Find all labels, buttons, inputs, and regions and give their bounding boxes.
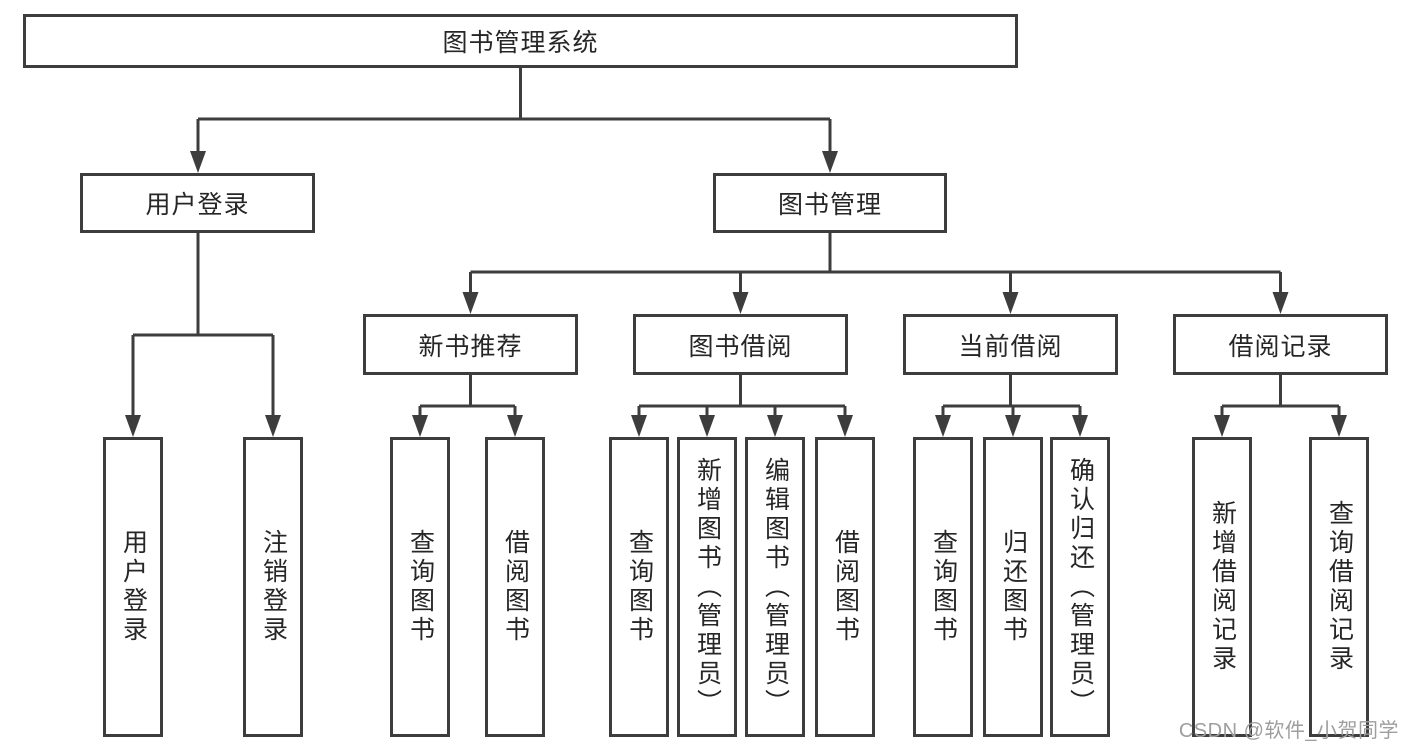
node-label: 查询图书	[406, 529, 435, 645]
branch-root	[190, 68, 838, 173]
leaf-edit-books-admin: 编辑图书（管理员）	[745, 437, 805, 737]
arrowhead-icon	[265, 415, 281, 437]
branch-book-borrow	[631, 375, 853, 437]
branch-borrow-records	[1214, 375, 1347, 437]
arrowhead-icon	[1072, 415, 1088, 437]
node-label: 新增借阅记录	[1208, 500, 1237, 674]
leaf-query-books-borrow: 查询图书	[609, 437, 669, 737]
node-label: 查询图书	[625, 529, 654, 645]
node-label: 用户登录	[145, 191, 250, 219]
node-label: 新书推荐	[418, 332, 523, 361]
leaf-add-books-admin: 新增图书（管理员）	[677, 437, 737, 737]
arrowhead-icon	[837, 415, 853, 437]
node-label: 当前借阅	[958, 332, 1063, 361]
branch-new-book-recommend	[412, 375, 523, 437]
node-label: 注销登录	[259, 529, 288, 645]
leaf-user-login: 用户登录	[103, 437, 163, 737]
branch-book-management	[462, 233, 1289, 314]
leaf-logout: 注销登录	[243, 437, 303, 737]
arrowhead-icon	[699, 415, 715, 437]
arrowhead-icon	[631, 415, 647, 437]
node-label: 用户登录	[119, 529, 148, 645]
node-label: 图书借阅	[688, 332, 793, 361]
node-system-root: 图书管理系统	[23, 14, 1018, 68]
arrowhead-icon	[1002, 292, 1019, 314]
branch-current-borrow	[935, 375, 1088, 437]
leaf-borrow-books: 借阅图书	[815, 437, 875, 737]
leaf-return-books: 归还图书	[983, 437, 1043, 737]
node-new-book-recommend: 新书推荐	[363, 314, 578, 375]
csdn-watermark: CSDN @软件_小贺同学	[1178, 720, 1399, 742]
arrowhead-icon	[507, 415, 523, 437]
node-label: 借阅图书	[501, 529, 530, 645]
leaf-query-books-current: 查询图书	[913, 437, 973, 737]
leaf-confirm-return-admin: 确认归还（管理员）	[1050, 437, 1110, 737]
arrowhead-icon	[822, 151, 838, 173]
node-book-borrow: 图书借阅	[633, 314, 848, 375]
arrowhead-icon	[1005, 415, 1021, 437]
arrowhead-icon	[1214, 415, 1230, 437]
arrowhead-icon	[935, 415, 951, 437]
arrowhead-icon	[1331, 415, 1347, 437]
node-label: 归还图书	[999, 529, 1028, 645]
leaf-borrow-books-recommend: 借阅图书	[485, 437, 545, 737]
branch-user-login	[125, 233, 281, 437]
arrowhead-icon	[412, 415, 428, 437]
arrowhead-icon	[767, 415, 783, 437]
node-user-login: 用户登录	[80, 173, 315, 233]
node-label: 新增图书（管理员）	[693, 456, 722, 718]
arrowhead-icon	[125, 415, 141, 437]
arrowhead-icon	[1272, 292, 1289, 314]
node-label: 编辑图书（管理员）	[761, 456, 790, 718]
leaf-add-borrow-record: 新增借阅记录	[1192, 437, 1252, 737]
node-label: 查询借阅记录	[1325, 500, 1354, 674]
arrowhead-icon	[732, 292, 749, 314]
arrowhead-icon	[462, 292, 479, 314]
leaf-query-books-recommend: 查询图书	[390, 437, 450, 737]
node-book-management: 图书管理	[713, 173, 947, 233]
node-label: 图书管理系统	[442, 29, 599, 57]
node-label: 借阅记录	[1228, 332, 1333, 361]
leaf-query-borrow-record: 查询借阅记录	[1309, 437, 1369, 737]
node-label: 图书管理	[777, 191, 882, 219]
node-current-borrow: 当前借阅	[903, 314, 1118, 375]
node-borrow-records: 借阅记录	[1173, 314, 1388, 375]
node-label: 确认归还（管理员）	[1066, 456, 1095, 718]
node-label: 借阅图书	[831, 529, 860, 645]
node-label: 查询图书	[929, 529, 958, 645]
arrowhead-icon	[190, 151, 206, 173]
